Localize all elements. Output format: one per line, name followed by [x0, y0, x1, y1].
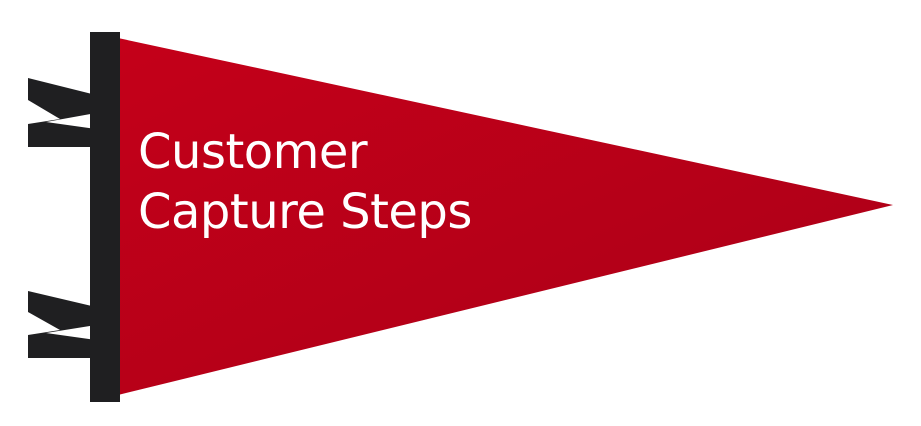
- pennant-upper-clip-icon: [28, 78, 96, 147]
- pennant-title-line2: Capture Steps: [138, 184, 472, 240]
- pennant-lower-clip-icon: [28, 291, 96, 358]
- pennant-flag-body: [118, 38, 893, 395]
- pennant-title-line1: Customer: [138, 124, 368, 180]
- pennant-title: Customer Capture Steps: [138, 122, 738, 242]
- pennant-pole: [90, 32, 120, 402]
